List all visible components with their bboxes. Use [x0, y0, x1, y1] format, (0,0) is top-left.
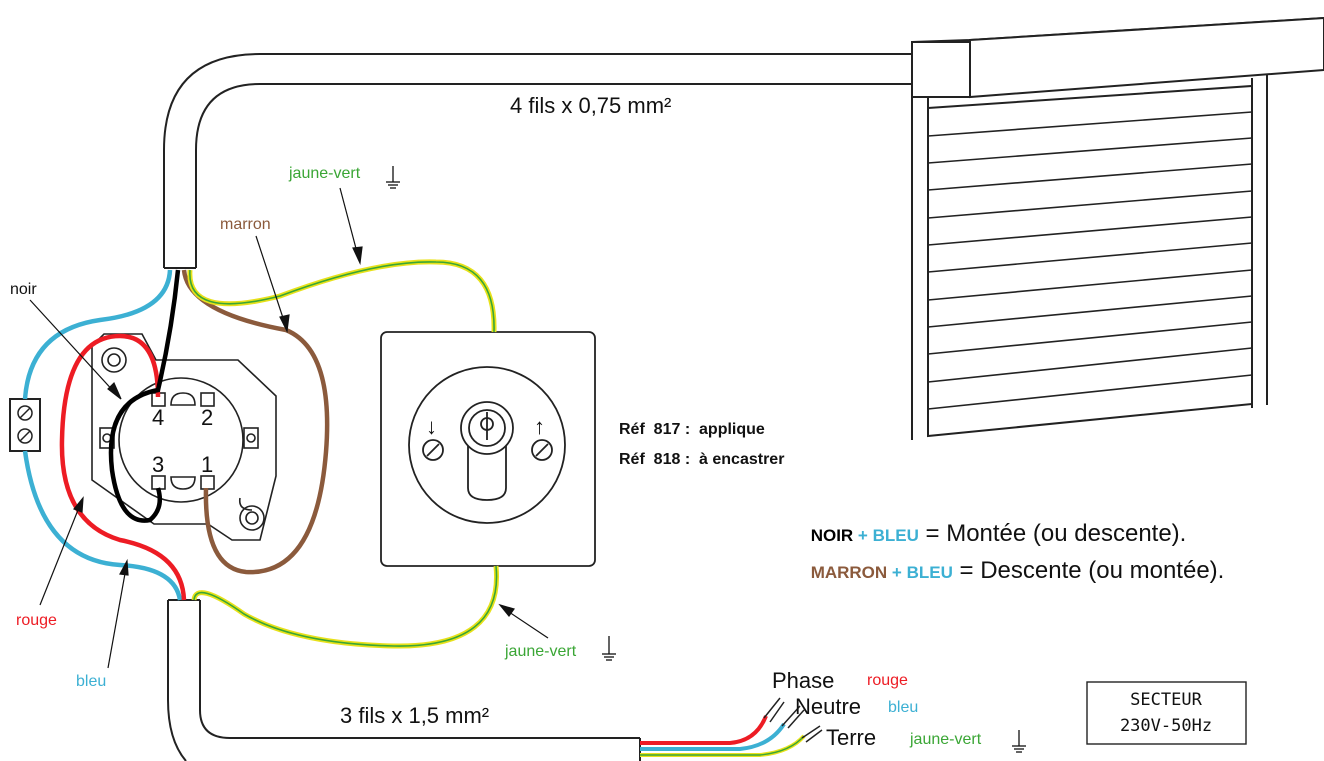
legend: NOIR + BLEU = Montée (ou descente). MARR… [764, 520, 1258, 584]
wire-jaune-vert-top [187, 259, 497, 333]
label-jaune-vert-top: jaune-vert [288, 165, 361, 182]
mains-wires [640, 697, 823, 757]
legend-bleu-2: BLEU [907, 563, 953, 582]
wire-marron [181, 269, 330, 575]
ground-icon [1012, 730, 1026, 753]
secteur-box: SECTEUR 230V-50Hz [1086, 681, 1247, 745]
arrow-down-icon: ↓ [426, 414, 437, 439]
ref-818: Réf 818 : à encastrer [619, 451, 784, 468]
pointer-lines [29, 187, 549, 669]
terminal-3: 3 [152, 452, 164, 477]
roller-box-front [911, 41, 971, 98]
ground-icon [386, 166, 400, 189]
label-noir: noir [10, 281, 37, 298]
switch-rotor [118, 377, 244, 503]
terminal-numbers: 4 2 3 1 [152, 405, 213, 477]
roller-box-side [969, 16, 1324, 99]
mains-neutre-color: bleu [888, 699, 918, 716]
mains-terre: Terre [826, 725, 876, 750]
mains-neutre: Neutre [795, 694, 861, 719]
terminal-4: 4 [152, 405, 164, 430]
mains-terre-color: jaune-vert [909, 731, 982, 748]
label-rouge: rouge [16, 612, 57, 629]
mains-phase: Phase [772, 668, 834, 693]
legend-text-1: Montée (ou descente). [946, 520, 1186, 547]
cable-bottom-label: 3 fils x 1,5 mm² [340, 703, 489, 728]
ref-817: Réf 817 : applique [619, 421, 765, 438]
arrow-up-icon: ↑ [534, 414, 545, 439]
label-marron: marron [220, 216, 271, 233]
terminal-2: 2 [201, 405, 213, 430]
wire-bleu [22, 269, 183, 601]
legend-line-1: NOIR + BLEU = Montée (ou descente). [764, 520, 1220, 547]
switch-mechanism [91, 333, 277, 541]
label-jaune-vert-bottom: jaune-vert [504, 643, 577, 660]
key-switch-plate [380, 331, 596, 567]
mains-phase-color: rouge [867, 672, 908, 689]
cable-top-label: 4 fils x 0,75 mm² [510, 93, 671, 118]
shutter-slats [927, 111, 1253, 410]
legend-text-2: Descente (ou montée). [980, 557, 1224, 584]
terminal-1: 1 [201, 452, 213, 477]
legend-noir: NOIR [811, 526, 854, 545]
cable-bottom [167, 599, 641, 761]
secteur-line-2: 230V-50Hz [1120, 716, 1212, 736]
wire-jaune-vert-bottom [191, 565, 500, 649]
legend-line-2: MARRON + BLEU = Descente (ou montée). [764, 557, 1258, 584]
terminal-connector [9, 398, 41, 452]
legend-marron: MARRON [811, 563, 888, 582]
legend-bleu: BLEU [873, 526, 919, 545]
cable-top [163, 53, 912, 269]
secteur-line-1: SECTEUR [1130, 690, 1202, 710]
ground-icon [602, 636, 616, 661]
label-bleu: bleu [76, 673, 106, 690]
wire-rouge [59, 333, 187, 601]
rolling-shutter [911, 16, 1324, 440]
wire-noir [108, 269, 181, 523]
